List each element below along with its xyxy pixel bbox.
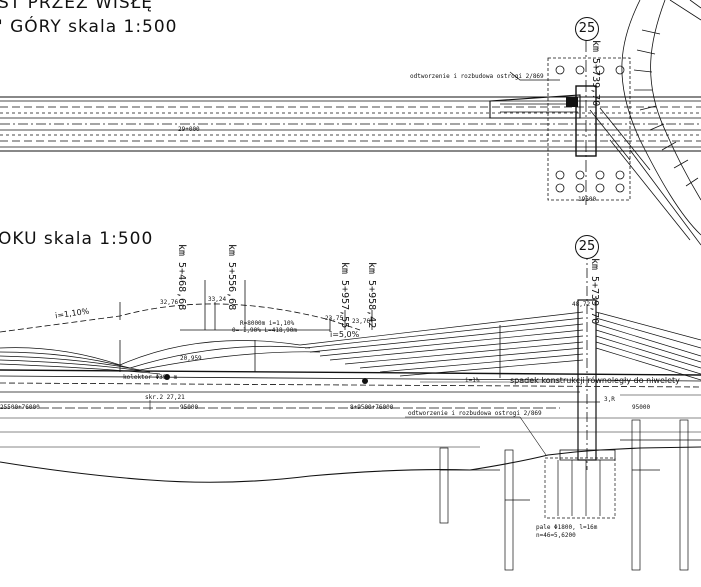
profile-view-title: OKU skala 1:500	[0, 229, 154, 249]
profile-stay-cables	[0, 311, 701, 381]
curve-label-2: 0=-1,90% L=418,90m	[232, 327, 298, 334]
dim-4: 95000	[632, 404, 651, 411]
r-label: 3,R	[604, 396, 615, 403]
profile-foundation-piles	[439, 419, 701, 571]
drawing-title: ST PRZEZ WISŁĘ	[0, 0, 153, 13]
slope-right: i=5,0%	[330, 330, 360, 339]
kolektor-label: kolektor Φ390 m	[123, 374, 178, 381]
profile-annotations	[149, 381, 701, 456]
dim-3: 8+9500+76000	[350, 404, 394, 411]
plan-ramp-label: odtworzenie i rozbudowa ostrogi 2/869	[410, 73, 544, 80]
elev-pylon: 48,72	[572, 301, 591, 308]
elev-2: 33,24	[208, 296, 227, 303]
chainage-k2: km 5+556,68	[226, 244, 237, 311]
ramp-label-profile: odtworzenie i rozbudowa ostrogi 2/869	[408, 410, 542, 417]
chainage-bottom-pylon: km 5+739,70	[589, 258, 600, 325]
profile-markers	[164, 97, 578, 384]
profile-deck	[0, 325, 701, 409]
plan-view-title: ' GÓRY skala 1:500	[0, 17, 178, 37]
chainage-top-pylon: km 5+739,70	[590, 40, 601, 107]
dim-2: 95000	[180, 404, 199, 411]
plan-dim-bottom: 19600	[578, 196, 597, 203]
plan-deck	[0, 96, 701, 152]
callout-bottom: 25	[575, 235, 599, 259]
plan-pylon-foundation	[547, 40, 631, 205]
gauge-label: i=1%	[465, 377, 480, 384]
elev-1: 32,76	[160, 299, 179, 306]
dim-1: 25500+76000	[0, 404, 40, 411]
plan-width-label: 29+000	[178, 126, 200, 133]
elev-3: 23,75	[325, 315, 344, 322]
curve-label: R=8000m i=1,10%	[240, 320, 295, 327]
pile-label-2: n=46=5,6200	[536, 532, 576, 539]
span-label: 20,959	[180, 355, 202, 362]
profile-chainage-marks	[204, 280, 373, 330]
pile-label: pale Φ1800, l=16m	[536, 524, 598, 531]
plan-embankment	[609, 0, 701, 246]
callout-top: 25	[575, 17, 599, 41]
bridge-note: spadek konstrukcji równoległy do niwelet…	[510, 376, 680, 385]
profile-pylon	[559, 250, 616, 470]
elev-4: 23,76	[352, 318, 371, 325]
road-label: skr.2 27,21	[145, 394, 185, 401]
plan-ramp	[489, 71, 651, 171]
profile-ground	[0, 417, 701, 483]
